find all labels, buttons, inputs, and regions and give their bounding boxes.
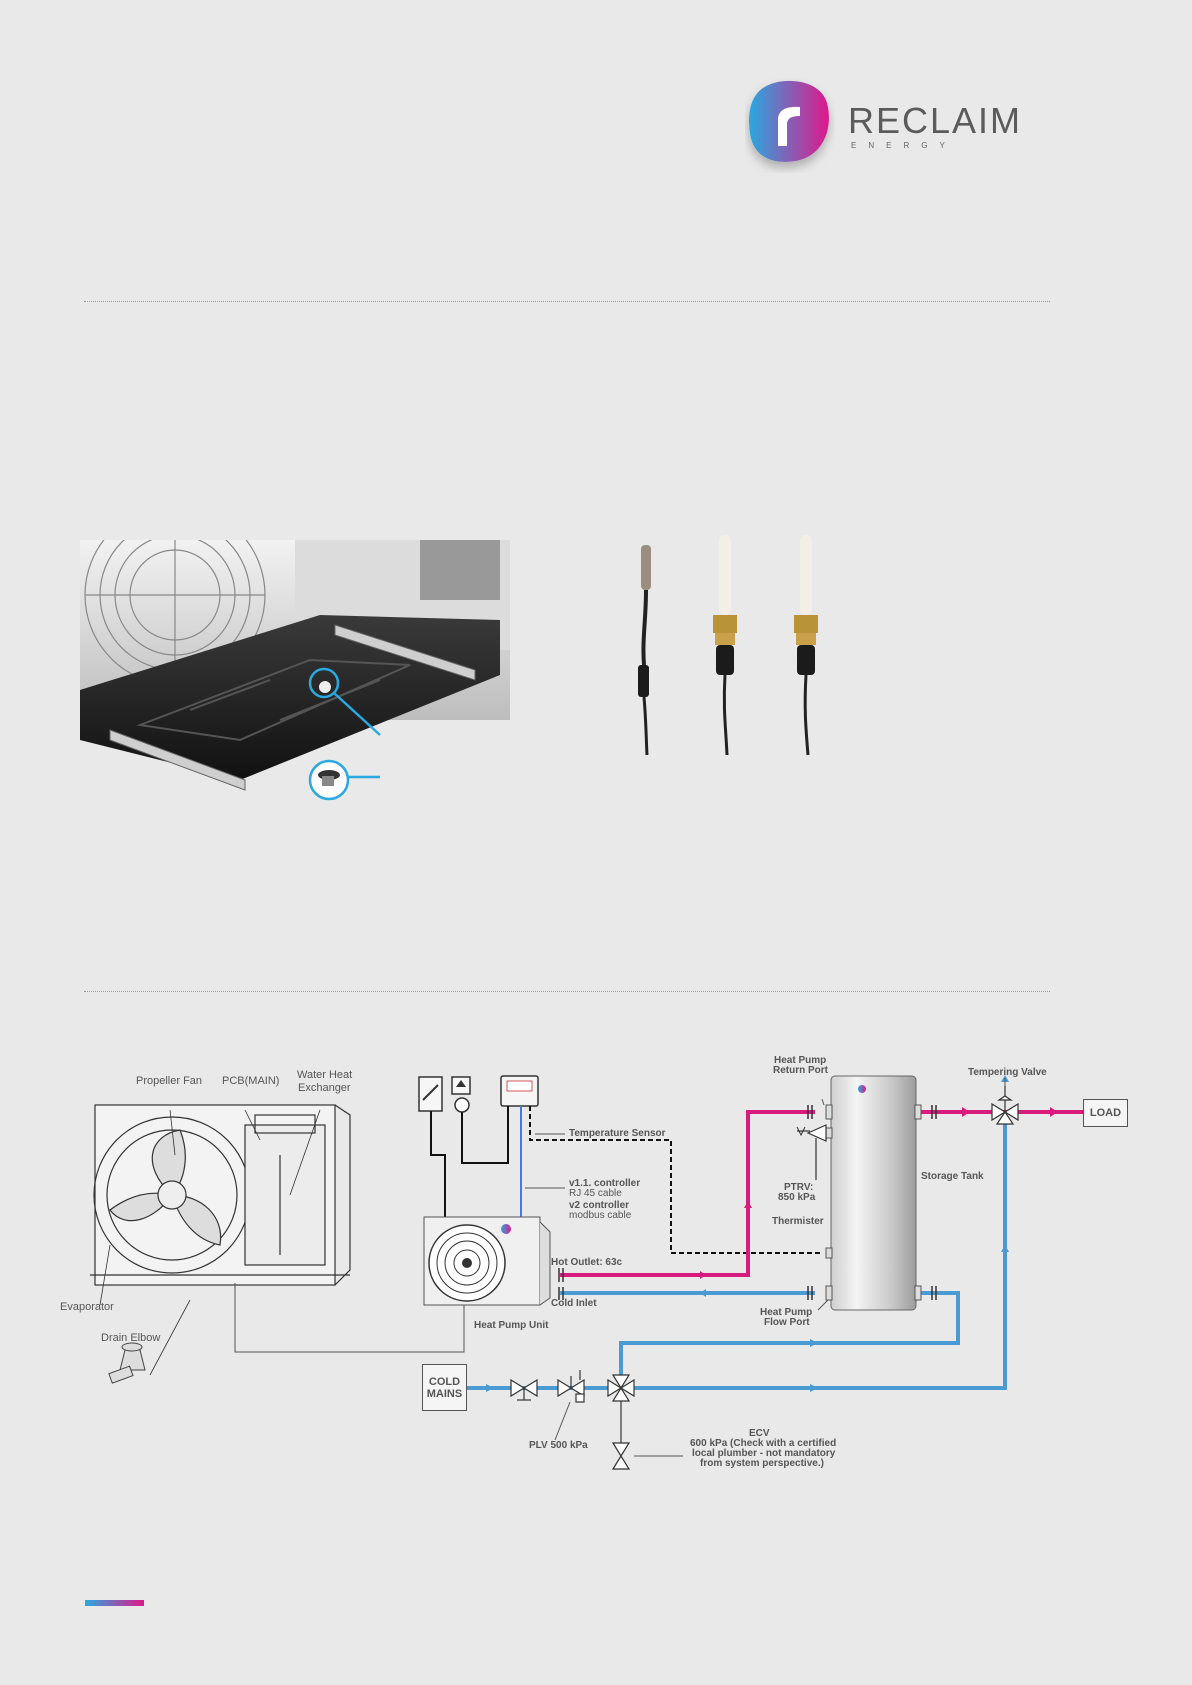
label-propeller-fan: Propeller Fan bbox=[136, 1075, 203, 1087]
label-ecv-2: 600 kPa (Check with a certified bbox=[690, 1438, 837, 1449]
label-evaporator: Evaporator bbox=[60, 1301, 114, 1313]
footer-accent-bar bbox=[85, 1600, 144, 1606]
label-flow-port-1: Heat Pump bbox=[760, 1307, 813, 1318]
label-ecv-1: ECV bbox=[749, 1428, 770, 1439]
reclaim-r-logo-icon bbox=[749, 80, 829, 162]
label-controller-v2: v2 controller bbox=[569, 1200, 630, 1211]
brand-logo: RECLAIM ENERGY bbox=[745, 78, 1020, 173]
label-flow-port-2: Flow Port bbox=[764, 1317, 810, 1328]
label-heat-pump-unit: Heat Pump Unit bbox=[474, 1320, 549, 1331]
label-return-port-1: Heat Pump bbox=[774, 1055, 827, 1066]
section-divider-bottom bbox=[84, 991, 1050, 992]
label-return-port-2: Return Port bbox=[773, 1065, 828, 1076]
label-thermister: Thermister bbox=[772, 1216, 824, 1227]
heat-pump-base-illustration bbox=[80, 540, 510, 791]
drain-callout bbox=[308, 667, 381, 801]
label-controller-v11: v1.1. controller bbox=[569, 1178, 641, 1189]
brand-subtitle: ENERGY bbox=[851, 141, 957, 150]
cold-mains-box: COLD MAINS bbox=[422, 1364, 467, 1411]
load-box: LOAD bbox=[1083, 1099, 1128, 1127]
section-divider-top bbox=[84, 301, 1050, 302]
load-label: LOAD bbox=[1089, 1107, 1122, 1119]
label-ptrv-2: 850 kPa bbox=[778, 1192, 816, 1203]
label-hot-outlet: Hot Outlet: 63c bbox=[551, 1257, 623, 1268]
label-water-heat-exchanger-1: Water Heat bbox=[297, 1069, 353, 1081]
label-controller-v11-cable: RJ 45 cable bbox=[569, 1188, 622, 1199]
label-water-heat-exchanger-2: Exchanger bbox=[298, 1082, 351, 1094]
sensor-probes-illustration bbox=[638, 535, 818, 756]
label-ecv-3: local plumber - not mandatory bbox=[692, 1448, 836, 1459]
label-controller-v2-cable: modbus cable bbox=[569, 1210, 632, 1221]
label-pcb-main: PCB(MAIN) bbox=[222, 1075, 280, 1087]
label-storage-tank: Storage Tank bbox=[921, 1171, 984, 1182]
label-temperature-sensor: Temperature Sensor bbox=[569, 1128, 666, 1139]
cold-mains-label-1: COLD bbox=[428, 1375, 461, 1388]
heat-pump-exploded-illustration bbox=[90, 1104, 351, 1384]
label-ptrv-1: PTRV: bbox=[784, 1182, 814, 1193]
brand-name: RECLAIM bbox=[848, 100, 1023, 141]
label-plv: PLV 500 kPa bbox=[529, 1440, 588, 1451]
plumbing-schematic bbox=[234, 1075, 1085, 1470]
label-tempering-valve: Tempering Valve bbox=[968, 1067, 1047, 1078]
label-drain-elbow: Drain Elbow bbox=[101, 1332, 161, 1344]
cold-mains-label-2: MAINS bbox=[426, 1387, 463, 1400]
label-cold-inlet: Cold Inlet bbox=[551, 1298, 597, 1309]
label-ecv-4: from system perspective.) bbox=[700, 1458, 824, 1469]
